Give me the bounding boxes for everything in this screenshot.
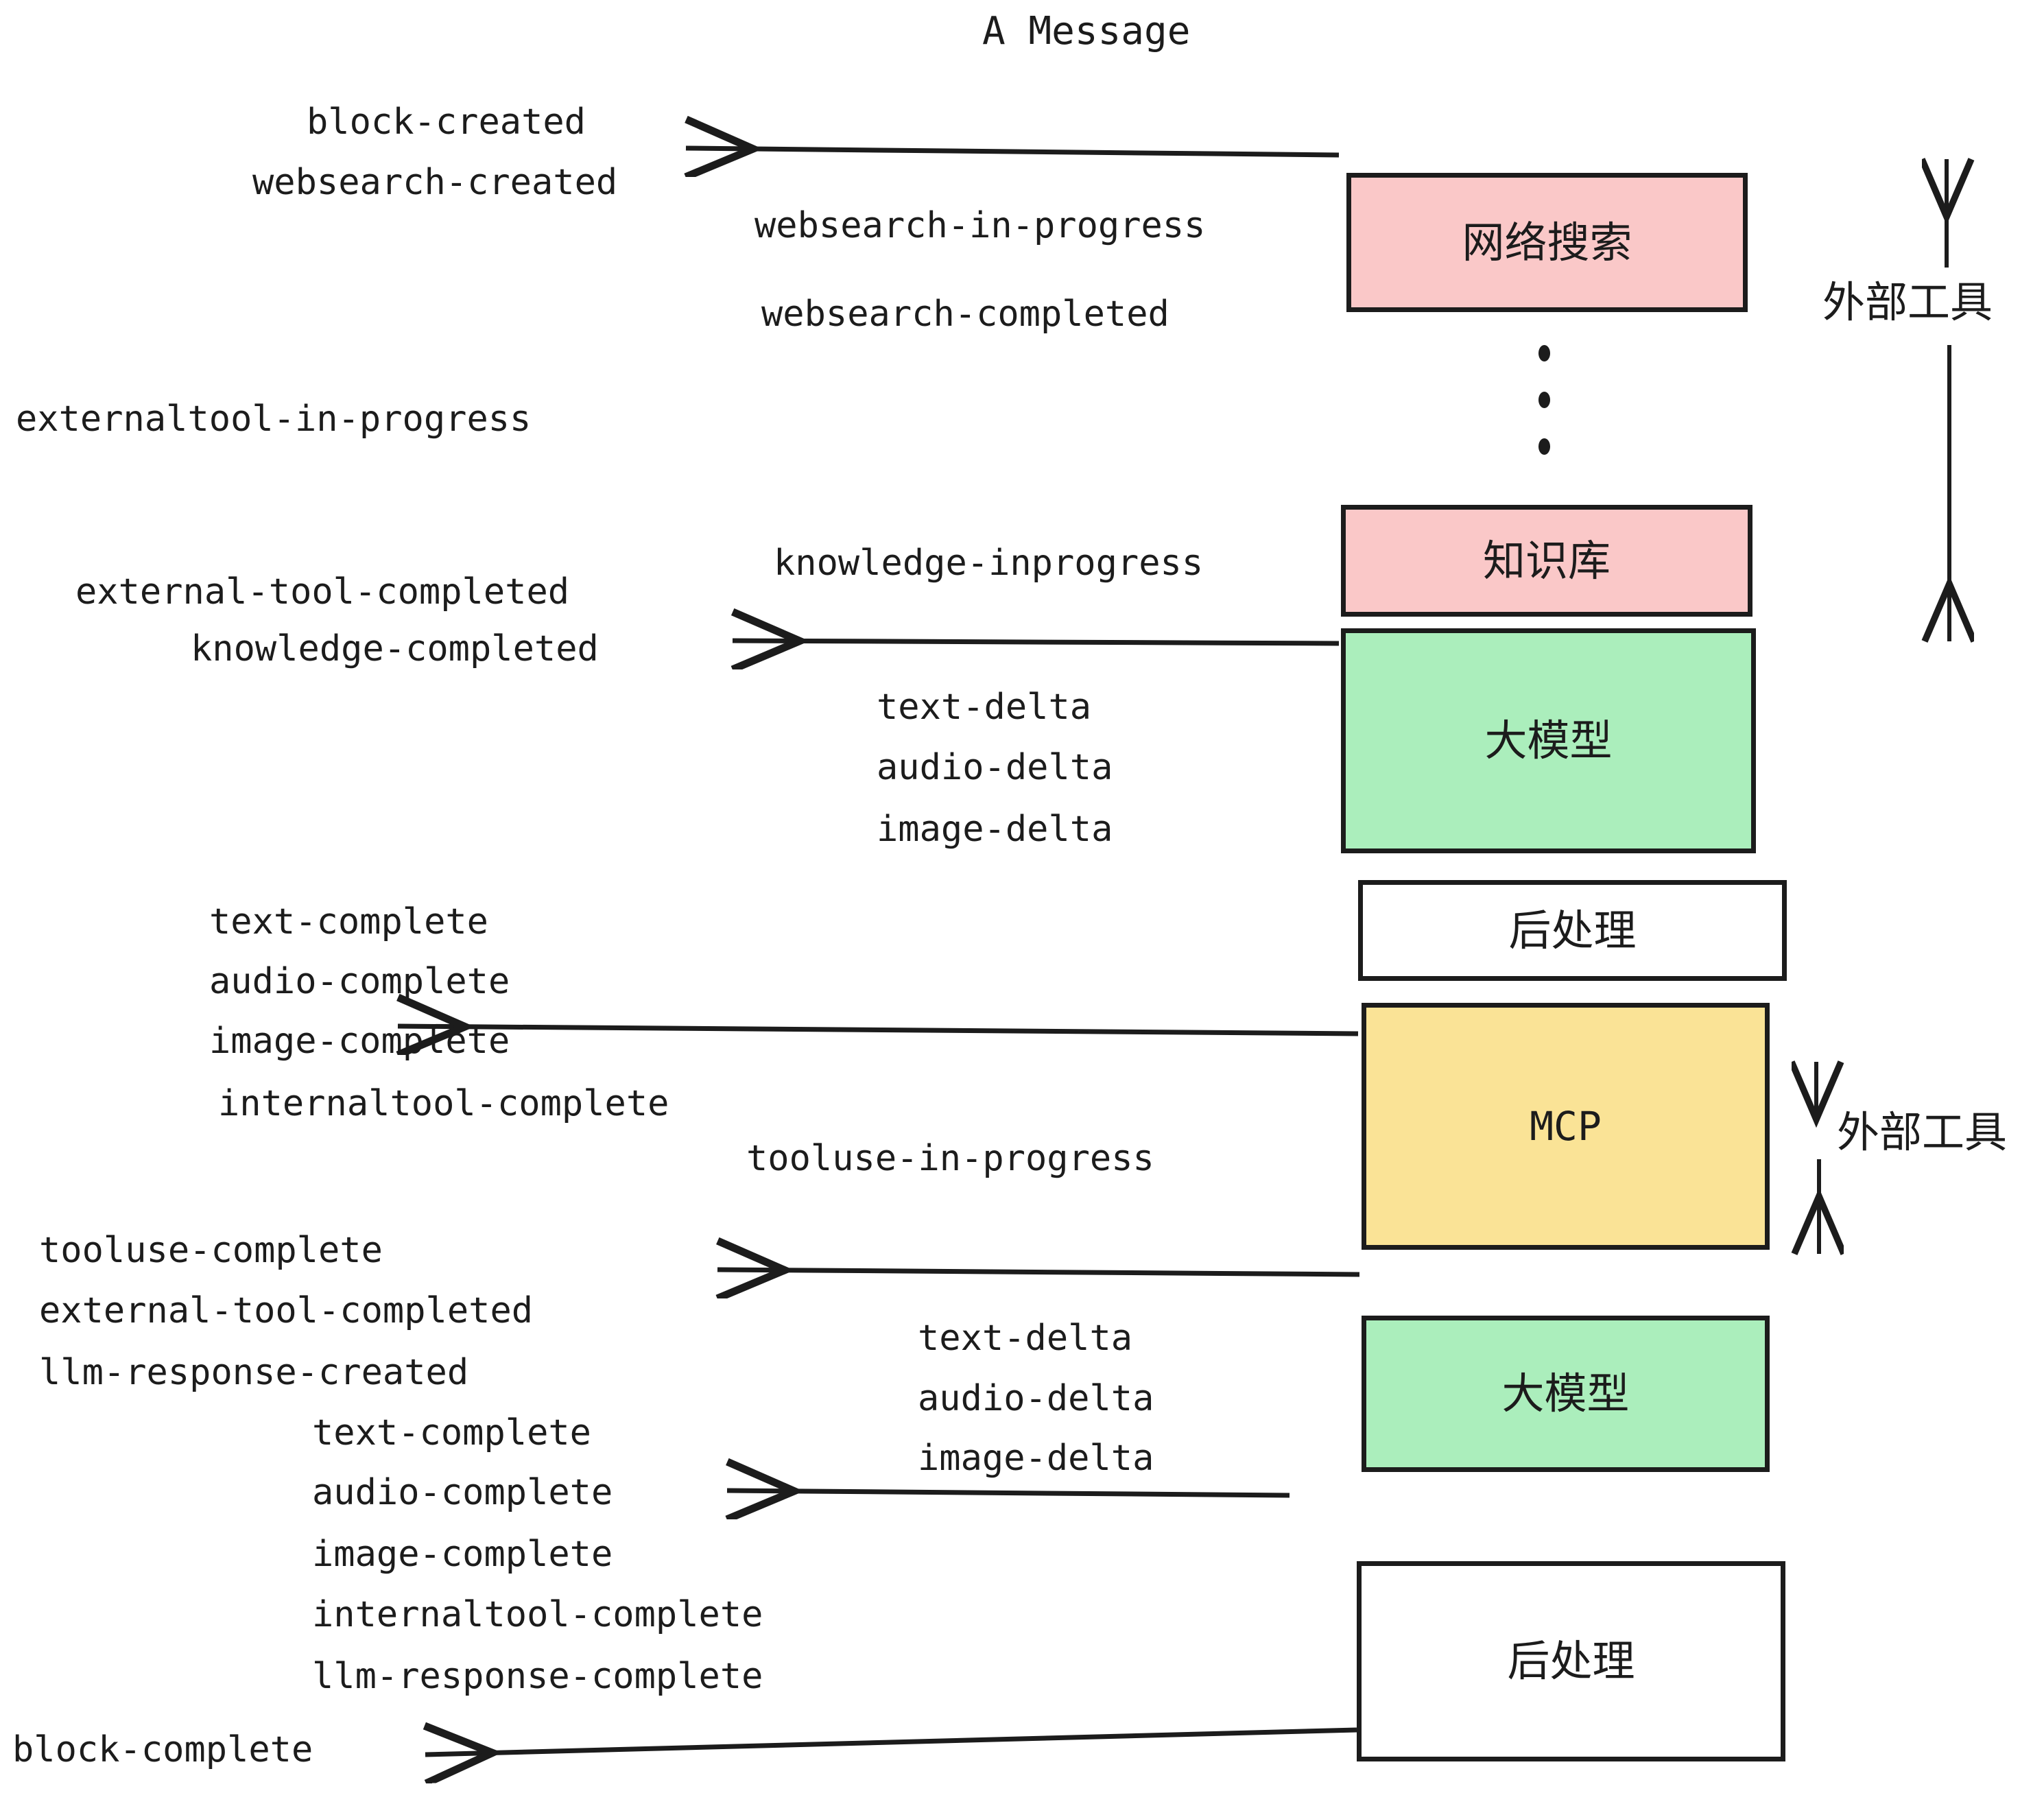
box-llm-second-label: 大模型 — [1501, 1368, 1630, 1419]
event-text-delta-second: text-delta — [918, 1318, 1133, 1359]
event-llm-response-created: llm-response-created — [39, 1352, 469, 1393]
event-knowledge-completed: knowledge-completed — [191, 628, 599, 669]
event-audio-delta-second: audio-delta — [918, 1378, 1154, 1419]
box-mcp[interactable]: MCP — [1362, 1003, 1770, 1250]
page-title: A Message — [982, 9, 1191, 54]
event-internaltool-complete-second: internaltool-complete — [312, 1594, 763, 1635]
event-audio-delta-first: audio-delta — [877, 747, 1113, 788]
arrow-websearch-created — [686, 148, 1340, 155]
vertical-ellipsis — [1537, 345, 1551, 455]
box-postprocess-second-label: 后处理 — [1507, 1636, 1635, 1686]
box-websearch-label: 网络搜索 — [1462, 217, 1632, 268]
box-llm-first-label: 大模型 — [1484, 715, 1613, 765]
box-llm-second[interactable]: 大模型 — [1362, 1316, 1770, 1472]
event-text-complete-first: text-complete — [209, 901, 488, 942]
event-externaltool-in-progress: externaltool-in-progress — [16, 399, 532, 440]
event-websearch-created: websearch-created — [252, 162, 618, 203]
ellipsis-dot — [1538, 345, 1550, 361]
arrow-image-complete — [398, 1026, 1359, 1034]
box-postprocess-second[interactable]: 后处理 — [1357, 1561, 1785, 1761]
arrow-audio-complete — [727, 1491, 1290, 1495]
event-websearch-completed: websearch-completed — [761, 294, 1169, 335]
box-knowledge-label: 知识库 — [1482, 535, 1611, 586]
arrow-block-complete — [425, 1730, 1357, 1755]
event-text-delta-first: text-delta — [877, 687, 1092, 728]
event-audio-complete-first: audio-complete — [209, 961, 510, 1002]
ellipsis-dot — [1538, 438, 1550, 455]
event-llm-response-complete: llm-response-complete — [312, 1656, 763, 1697]
event-websearch-in-progress: websearch-in-progress — [754, 205, 1206, 246]
event-block-complete: block-complete — [12, 1729, 313, 1770]
arrow-tooluse-complete — [717, 1270, 1360, 1274]
event-image-delta-first: image-delta — [877, 809, 1113, 850]
box-mcp-label: MCP — [1530, 1103, 1602, 1150]
box-knowledge[interactable]: 知识库 — [1341, 505, 1752, 617]
event-external-tool-completed-second: external-tool-completed — [39, 1290, 534, 1331]
arrow-knowledge-completed — [733, 641, 1340, 643]
event-external-tool-completed-first: external-tool-completed — [75, 571, 570, 613]
event-audio-complete-second: audio-complete — [312, 1472, 613, 1513]
box-websearch[interactable]: 网络搜索 — [1346, 173, 1748, 312]
event-internaltool-complete-first: internaltool-complete — [218, 1083, 669, 1124]
box-postprocess-first-label: 后处理 — [1508, 905, 1637, 956]
event-image-complete-first: image-complete — [209, 1021, 510, 1062]
box-llm-first[interactable]: 大模型 — [1341, 628, 1756, 853]
event-tooluse-in-progress: tooluse-in-progress — [746, 1138, 1154, 1179]
event-knowledge-inprogress: knowledge-inprogress — [774, 543, 1204, 584]
ellipsis-dot — [1538, 392, 1550, 408]
side-label-external-tools-top: 外部工具 — [1822, 277, 1993, 327]
event-block-created: block-created — [307, 102, 586, 143]
event-tooluse-complete: tooluse-complete — [39, 1230, 383, 1271]
event-text-complete-second: text-complete — [312, 1412, 591, 1453]
event-image-delta-second: image-delta — [918, 1438, 1154, 1479]
box-postprocess-first[interactable]: 后处理 — [1358, 880, 1787, 981]
event-image-complete-second: image-complete — [312, 1534, 613, 1575]
side-label-external-tools-bottom: 外部工具 — [1837, 1107, 2008, 1157]
